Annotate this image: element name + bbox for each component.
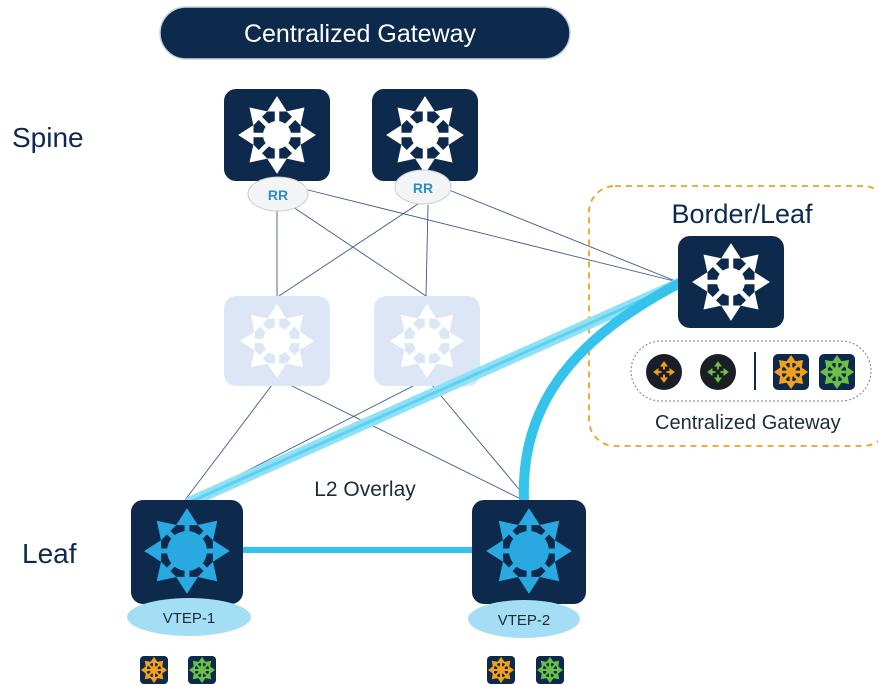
orange-switch-icon (773, 354, 809, 390)
faded-switch-1 (224, 296, 330, 386)
overlay-label: L2 Overlay (314, 478, 416, 501)
rr-badge (394, 169, 452, 205)
green-switch-icon (819, 354, 855, 390)
vtep-2-label: VTEP-2 (498, 612, 551, 629)
page-title: Centralized Gateway (244, 20, 477, 48)
header-banner: Centralized Gateway (159, 6, 571, 60)
leaf-tier-label: Leaf (22, 538, 77, 569)
vtep-1-badge (127, 598, 251, 636)
border-leaf-region (588, 185, 878, 447)
rr-badge-label: RR (268, 187, 288, 203)
vtep-2-badge (468, 600, 580, 638)
leaf-switch-2 (472, 500, 586, 604)
overlay-tunnels (184, 277, 686, 553)
orange-router-icon (646, 354, 682, 390)
green-router-icon (700, 354, 736, 390)
leaf-switch-1 (131, 500, 243, 604)
spine-tier-label: Spine (12, 122, 84, 153)
orange-switch-icon (487, 656, 515, 684)
green-switch-icon (536, 656, 564, 684)
border-leaf-switch (678, 236, 784, 328)
rr-badge (247, 176, 309, 212)
orange-switch-icon (140, 656, 168, 684)
vtep-1-label: VTEP-1 (163, 610, 216, 627)
border-leaf-title: Border/Leaf (671, 199, 813, 229)
rr-badge-label: RR (413, 180, 433, 196)
gateway-icon-pill (630, 340, 872, 402)
faded-switch-2 (374, 296, 480, 386)
spine-switch-1: RR (224, 89, 330, 212)
gateway-caption: Centralized Gateway (655, 412, 841, 434)
green-switch-icon (188, 656, 216, 684)
spine-switch-2: RR (372, 89, 478, 205)
